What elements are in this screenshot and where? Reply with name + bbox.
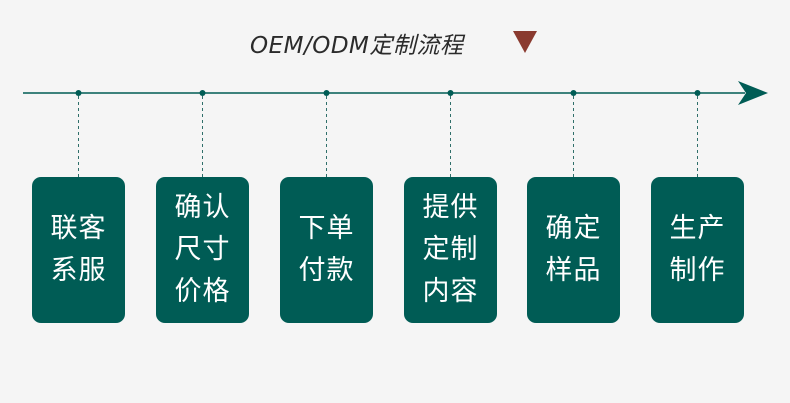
timeline-dot [323, 90, 330, 96]
step-box: 下单 付款 [280, 177, 373, 323]
step-label: 联客 系服 [50, 213, 107, 286]
timeline-dot [75, 90, 82, 96]
down-triangle-icon [513, 31, 537, 53]
step-box: 提供 定制 内容 [404, 177, 497, 323]
timeline-dot [570, 90, 577, 96]
step-box: 确定 样品 [527, 177, 620, 323]
step-label: 确认 尺寸 价格 [174, 192, 231, 307]
step-box: 确认 尺寸 价格 [156, 177, 249, 323]
timeline-arrowhead-icon [738, 81, 768, 105]
diagram-title: OEM/ODM定制流程 [250, 33, 464, 59]
timeline-dot [447, 90, 454, 96]
step-label: 提供 定制 内容 [422, 192, 479, 307]
step-label: 生产 制作 [669, 213, 726, 286]
step-box: 生产 制作 [651, 177, 744, 323]
timeline-dot [694, 90, 701, 96]
step-box: 联客 系服 [32, 177, 125, 323]
step-label: 确定 样品 [545, 213, 602, 286]
timeline-dot [199, 90, 206, 96]
step-label: 下单 付款 [298, 213, 355, 286]
